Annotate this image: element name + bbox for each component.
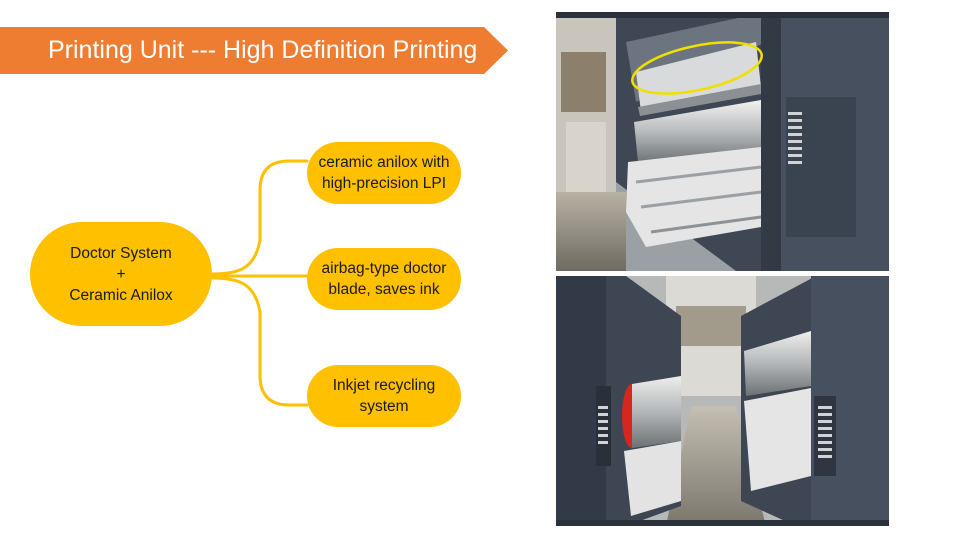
branch-node-inkjet-recycling: Inkjet recycling system (307, 365, 461, 427)
branch-3-line-2: system (359, 398, 409, 415)
branch-3-line-1: Inkjet recycling (332, 377, 436, 394)
printing-unit-photo-top (556, 12, 889, 271)
root-node-line-3: Ceramic Anilox (69, 286, 173, 304)
branch-2-line-2: blade, saves ink (328, 281, 440, 298)
banner-arrow-shape (0, 27, 508, 74)
root-node-line-1: Doctor System (70, 244, 172, 262)
printing-unit-photo-bottom (556, 276, 889, 526)
branch-2-line-1: airbag-type doctor (321, 260, 447, 277)
title-banner: Printing Unit --- High Definition Printi… (0, 27, 508, 74)
branch-1-line-1: ceramic anilox with (318, 154, 450, 171)
page-title: Printing Unit --- High Definition Printi… (48, 36, 478, 64)
branch-node-airbag-doctor-blade: airbag-type doctor blade, saves ink (307, 248, 461, 310)
branch-1-line-2: high-precision LPI (321, 175, 447, 192)
root-node-line-2: + (116, 265, 126, 283)
branch-node-ceramic-anilox: ceramic anilox with high-precision LPI (307, 142, 461, 204)
root-node-doctor-system: Doctor System + Ceramic Anilox (30, 222, 212, 326)
